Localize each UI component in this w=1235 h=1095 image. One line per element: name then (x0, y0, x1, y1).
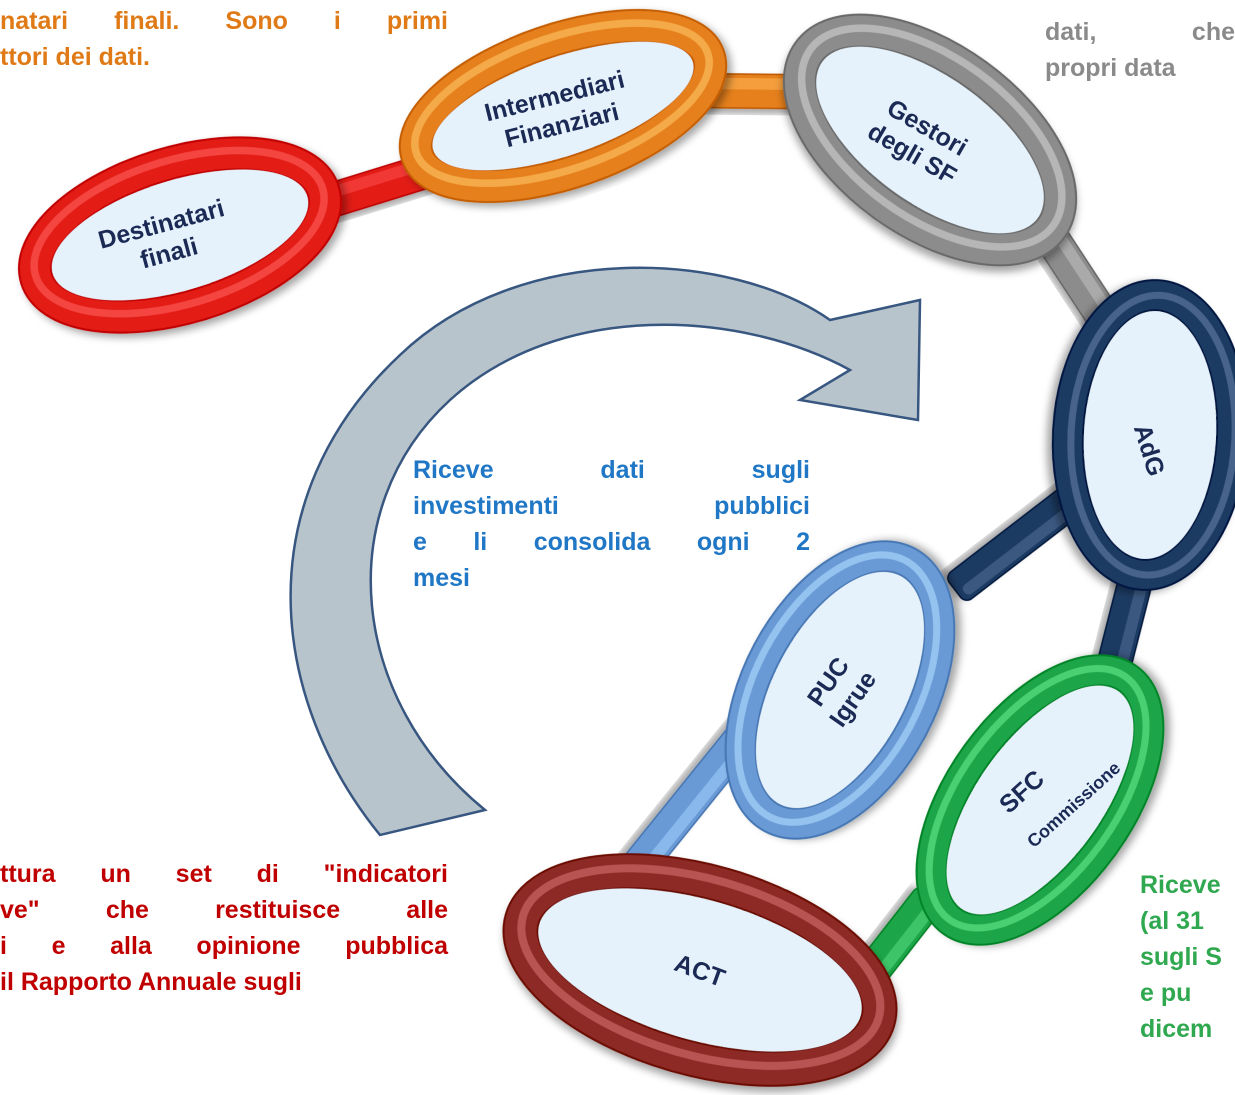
ring-act (502, 853, 898, 1087)
text-top-right: dati, che propri data (1045, 18, 1235, 82)
text-top-left: natari finali. Sono i primi ttori dei da… (0, 7, 448, 71)
text-bottom-right: Riceve (al 31 sugli S e pu dicem (1140, 871, 1222, 1043)
ring-sfc (915, 654, 1165, 946)
ring-gestori (782, 13, 1078, 267)
ring-intermediari (398, 8, 728, 204)
curved-arrow (289, 266, 922, 837)
ring-adg (1051, 279, 1235, 591)
text-bottom-left: ttura un set di "indicatori ve" che rest… (0, 860, 448, 996)
bar-adg-puc (947, 478, 1093, 602)
text-center: Riceve dati sugli investimenti pubblici … (413, 456, 810, 592)
ring-destinatari (18, 136, 342, 334)
ring-puc (724, 540, 956, 840)
